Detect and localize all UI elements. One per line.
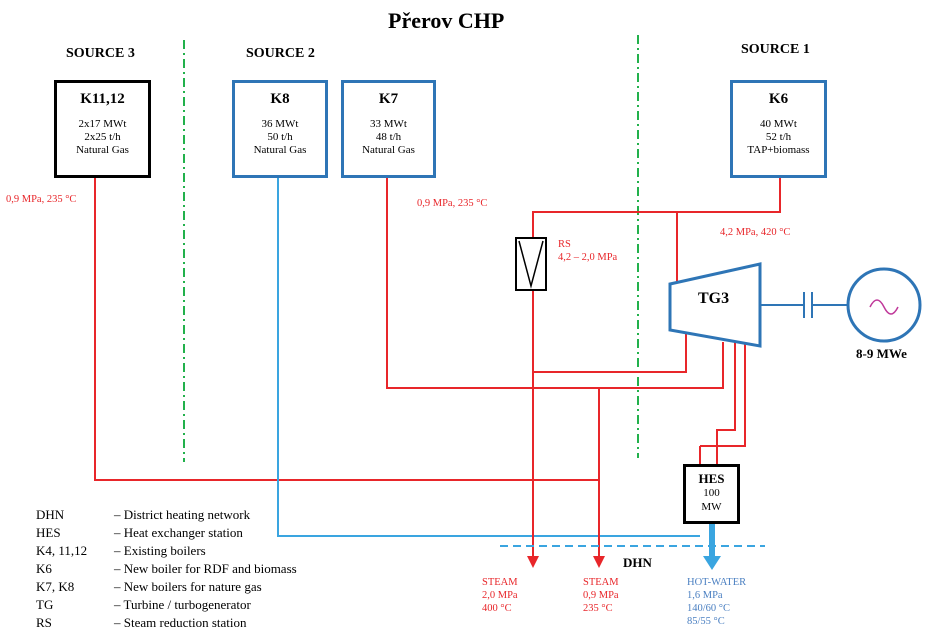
output-line: STEAM bbox=[482, 577, 518, 588]
arrow-steam1 bbox=[527, 556, 539, 568]
boiler-name: K8 bbox=[270, 91, 290, 107]
boiler-k6: K6 40 MWt 52 t/h TAP+biomass bbox=[730, 80, 827, 178]
pipe-k8-water bbox=[277, 178, 700, 537]
pipe-tg-exhaust-1 bbox=[533, 330, 687, 373]
legend-row: TG – Turbine / turbogenerator bbox=[36, 597, 251, 613]
hes-power: 100 bbox=[703, 487, 720, 499]
output-line: 140/60 °C bbox=[687, 603, 730, 614]
boiler-line: 2x25 t/h bbox=[84, 131, 121, 143]
boiler-line: Natural Gas bbox=[253, 144, 307, 156]
generator-icon bbox=[846, 267, 922, 343]
page-title: Přerov CHP bbox=[388, 8, 505, 33]
legend-abbr: DHN bbox=[36, 507, 65, 522]
turbine-label: TG3 bbox=[698, 290, 730, 307]
rs-range-label: 4,2 – 2,0 MPa bbox=[558, 252, 618, 263]
boiler-line: TAP+biomass bbox=[747, 144, 810, 156]
legend-row: RS – Steam reduction station bbox=[36, 615, 247, 631]
legend-desc: – New boiler for RDF and biomass bbox=[114, 561, 297, 576]
boiler-line: 48 t/h bbox=[375, 131, 402, 143]
pipe-k7 bbox=[386, 178, 515, 389]
rs-label: RS bbox=[558, 239, 571, 250]
boiler-name: K11,12 bbox=[80, 91, 125, 107]
pipe-tg-exhaust-2 bbox=[515, 342, 724, 389]
source-3-label: SOURCE 3 bbox=[66, 46, 135, 61]
legend-abbr: K7, K8 bbox=[36, 579, 75, 594]
boiler-k1112: K11,12 2x17 MWt 2x25 t/h Natural Gas bbox=[54, 80, 151, 178]
output-line: 400 °C bbox=[482, 603, 512, 614]
pressure-label-left: 0,9 MPa, 235 °C bbox=[6, 194, 77, 205]
output-line: 85/55 °C bbox=[687, 616, 725, 627]
boiler-k8: K8 36 MWt 50 t/h Natural Gas bbox=[232, 80, 328, 178]
legend-abbr: K4, 11,12 bbox=[36, 543, 88, 558]
legend-row: HES – Heat exchanger station bbox=[36, 525, 243, 541]
legend-desc: – Existing boilers bbox=[114, 543, 206, 558]
pipe-k1112 bbox=[94, 178, 515, 481]
boiler-k7: K7 33 MWt 48 t/h Natural Gas bbox=[341, 80, 436, 178]
legend-desc: – District heating network bbox=[114, 507, 251, 522]
pipe-tg-to-hes-3 bbox=[700, 336, 746, 447]
output-line: STEAM bbox=[583, 577, 619, 588]
hes-box: HES 100 MW bbox=[683, 464, 740, 524]
legend-abbr: K6 bbox=[36, 561, 52, 576]
output-line: 0,9 MPa bbox=[583, 590, 619, 601]
output-line: 1,6 MPa bbox=[687, 590, 723, 601]
legend-desc: – Steam reduction station bbox=[114, 615, 247, 630]
boiler-line: 52 t/h bbox=[765, 131, 792, 143]
turbine-tg3 bbox=[668, 262, 762, 348]
hes-unit: MW bbox=[701, 501, 722, 513]
pipe-k6-header bbox=[532, 178, 781, 238]
legend-desc: – Turbine / turbogenerator bbox=[114, 597, 251, 612]
boiler-name: K6 bbox=[768, 91, 789, 107]
turbine-output-label: 8-9 MWe bbox=[856, 346, 907, 361]
boiler-line: 40 MWt bbox=[760, 118, 797, 130]
boiler-line: Natural Gas bbox=[76, 144, 129, 156]
generator-wave-icon bbox=[869, 299, 899, 315]
legend-abbr: RS bbox=[36, 615, 52, 630]
legend-abbr: HES bbox=[36, 525, 61, 540]
legend-desc: – Heat exchanger station bbox=[114, 525, 243, 540]
pressure-label-mid: 0,9 MPa, 235 °C bbox=[417, 198, 488, 209]
dhn-label: DHN bbox=[623, 555, 652, 570]
output-line: 2,0 MPa bbox=[482, 590, 518, 601]
rs-symbol bbox=[518, 240, 544, 289]
arrow-steam2 bbox=[593, 556, 605, 568]
output-line: HOT-WATER bbox=[687, 577, 747, 588]
legend-row: K7, K8 – New boilers for nature gas bbox=[36, 579, 262, 595]
legend-row: K6 – New boiler for RDF and biomass bbox=[36, 561, 297, 577]
output-steam1: STEAM 2,0 MPa 400 °C bbox=[482, 576, 518, 615]
output-line: 235 °C bbox=[583, 603, 613, 614]
boiler-name: K7 bbox=[378, 91, 399, 107]
pressure-label-k6: 4,2 MPa, 420 °C bbox=[720, 227, 791, 238]
boiler-line: 2x17 MWt bbox=[78, 118, 127, 130]
output-hotwater: HOT-WATER 1,6 MPa 140/60 °C 85/55 °C bbox=[687, 576, 746, 628]
arrow-hotwater bbox=[703, 556, 721, 570]
output-steam2: STEAM 0,9 MPa 235 °C bbox=[583, 576, 619, 615]
hes-name: HES bbox=[698, 471, 725, 486]
boiler-line: Natural Gas bbox=[362, 144, 415, 156]
source-2-label: SOURCE 2 bbox=[246, 46, 315, 61]
legend-desc: – New boilers for nature gas bbox=[114, 579, 262, 594]
boiler-line: 36 MWt bbox=[261, 118, 299, 130]
legend-row: K4, 11,12 – Existing boilers bbox=[36, 543, 206, 559]
boiler-line: 50 t/h bbox=[267, 131, 293, 143]
boiler-line: 33 MWt bbox=[370, 118, 407, 130]
legend-abbr: TG bbox=[36, 597, 54, 612]
source-1-label: SOURCE 1 bbox=[741, 42, 810, 57]
legend-row: DHN – District heating network bbox=[36, 507, 250, 523]
